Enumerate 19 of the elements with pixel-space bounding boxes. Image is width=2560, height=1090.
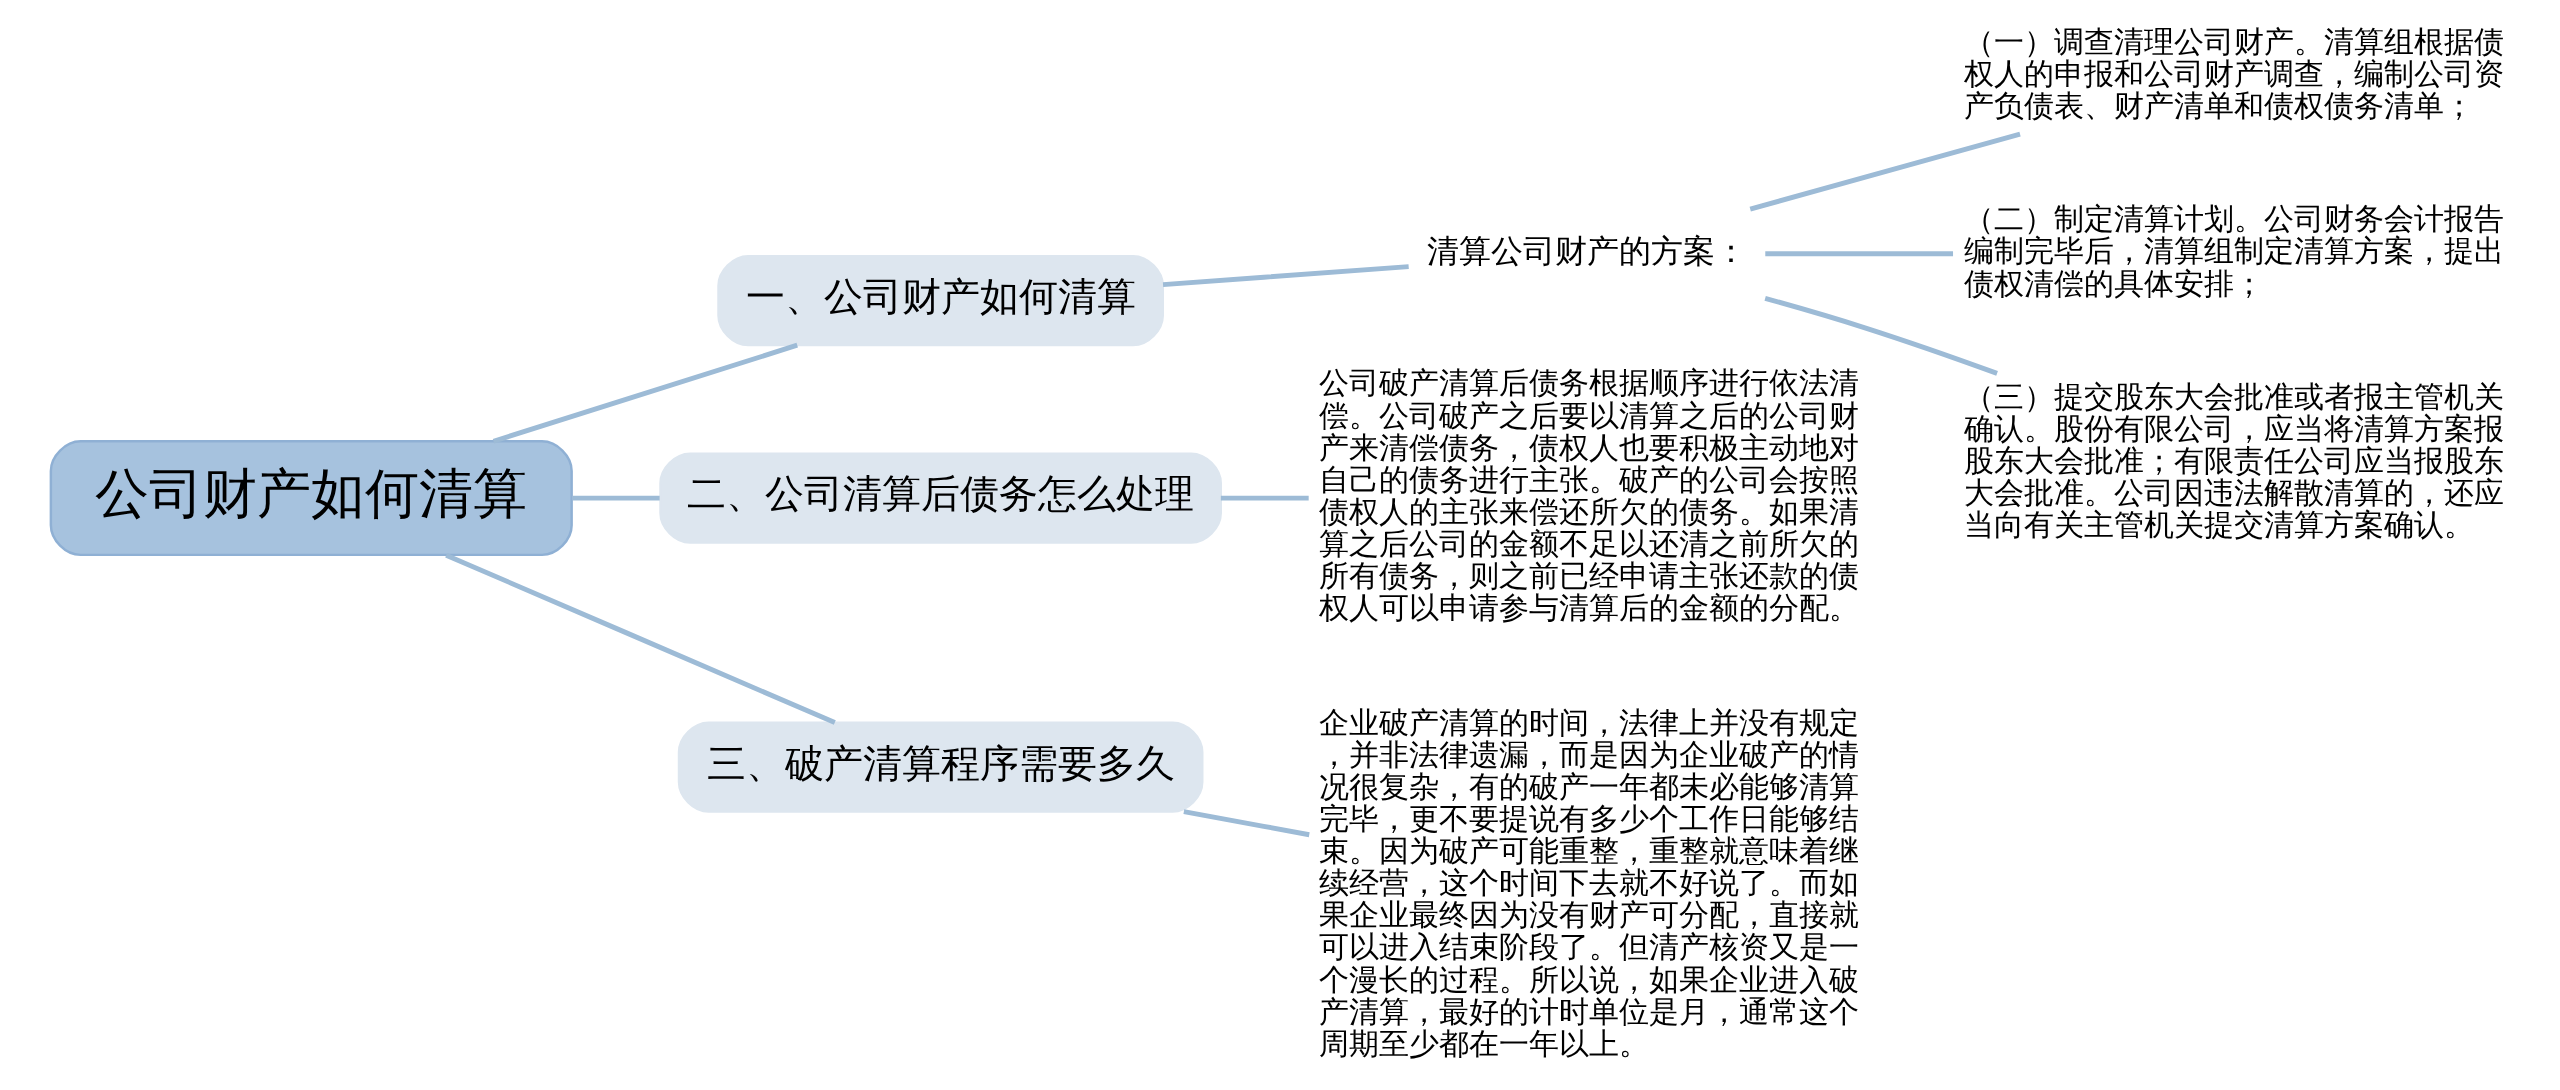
connector: [1220, 495, 1309, 501]
connector: [572, 495, 660, 501]
node-text: 公司破产清算后债务根据顺序进行依法清偿。公司破产之后要以清算之后的公司财产来清偿债务，债权人也要积极主动地对自己的债务进行主张。破产的公司会按照债权人的主张来偿还所欠的债务。如果清算之后公司的金额不足以还清之前所欠的所有债务，则之前已经申请主张还款的债权人可以申请参与清算后的金额的分配。: [1319, 366, 1860, 626]
connector: [445, 552, 836, 725]
node-text: 企业破产清算的时间，法律上并没有规定，并非法律遗漏，而是因为企业破产的情况很复杂，有的破产一年都未必能够清算完毕，更不要提说有多少个工作日能够结束。因为破产可能重整，重整就意味着继续经营，这个时间下去就不好说了。而如果企业最终因为没有财产可分配，直接就可以进入结束阶段了。但清产核资又是一个漫长的过程。所以说，如果企业进入破产清算，最好的计时单位是月，通常这个周期至少都在一年以上。: [1319, 705, 1860, 1061]
connector: [492, 342, 798, 444]
connector: [1765, 251, 1954, 257]
connector: [1162, 264, 1409, 288]
node-text: （二）制定清算计划。公司财务会计报告编制完毕后，清算组制定清算方案，提出债权清偿的具体安排；: [1963, 202, 2504, 301]
node-box: 公司财产如何清算: [49, 440, 573, 557]
connector: [1749, 131, 2021, 212]
node-text: （一）调查清理公司财产。清算组根据债权人的申报和公司财产调查，编制公司资产负债表、财产清单和债权债务清单；: [1963, 24, 2504, 123]
node-text: （三）提交股东大会批准或者报主管机关确认。股份有限公司，应当将清算方案报股东大会批准；有限责任公司应当报股东大会批准。公司因违法解散清算的，还应当向有关主管机关提交清算方案确认。: [1963, 380, 2504, 543]
node-text: 清算公司财产的方案：: [1427, 232, 1748, 271]
node-box: 二、公司清算后债务怎么处理: [659, 452, 1222, 544]
node-box: 三、破产清算程序需要多久: [677, 721, 1204, 813]
connector: [1764, 295, 1998, 376]
node-box: 一、公司财产如何清算: [717, 255, 1164, 347]
connector: [1183, 809, 1310, 838]
